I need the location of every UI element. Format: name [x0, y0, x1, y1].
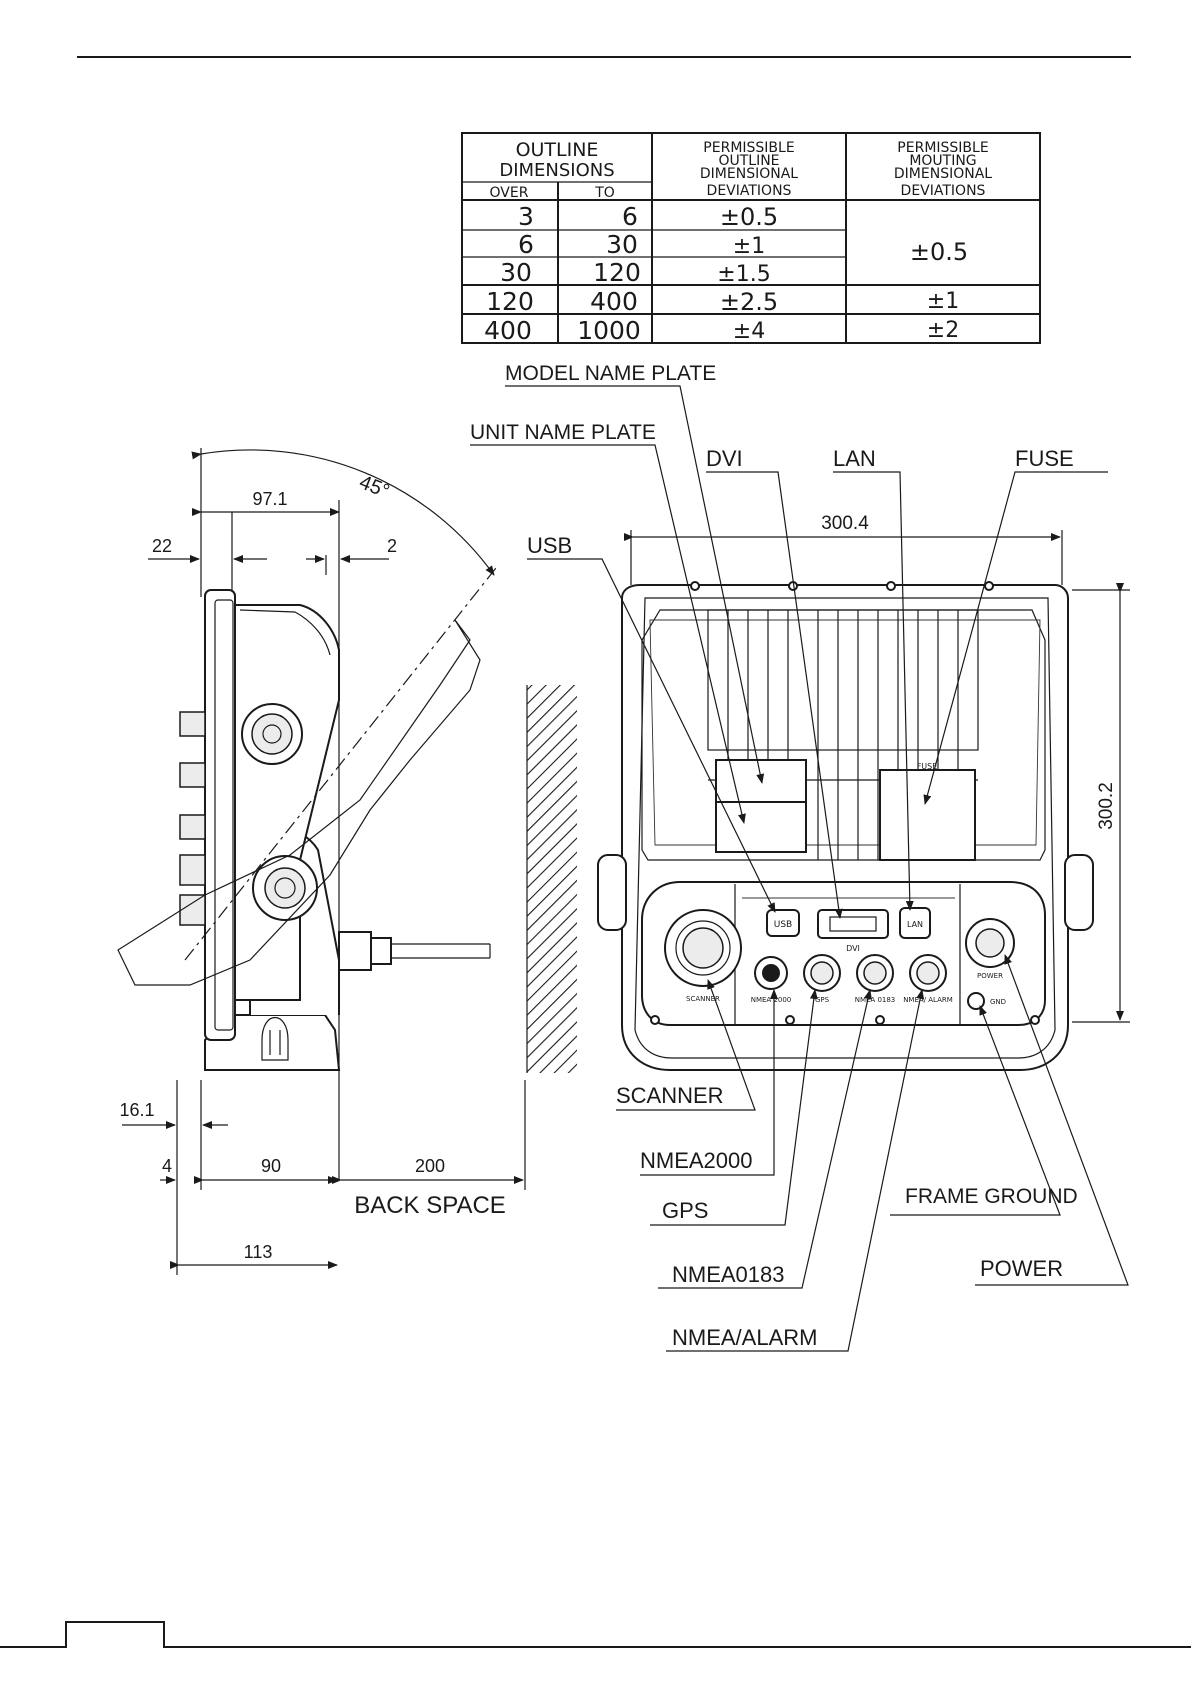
dim-4: 4	[162, 1156, 172, 1176]
power-panel-label: POWER	[977, 972, 1003, 980]
wall-hatch	[527, 685, 577, 1073]
table-cell-over-5: 400	[484, 316, 532, 345]
tolerance-table: OUTLINE DIMENSIONS OVER TO PERMISSIBLE O…	[461, 132, 1041, 345]
callouts: MODEL NAME PLATE UNIT NAME PLATE DVI LAN…	[470, 362, 1129, 1352]
bottom-rule	[0, 1621, 1191, 1648]
scanner-panel-label: SCANNER	[686, 995, 720, 1003]
front-knob-1	[179, 711, 206, 737]
callout-power: POWER	[980, 1256, 1063, 1281]
dim-2: 2	[387, 536, 397, 556]
heat-sink	[707, 609, 979, 860]
dim-90: 90	[261, 1156, 281, 1176]
table-head-outline-2: DIMENSIONS	[499, 160, 614, 181]
tilted-outline	[117, 619, 481, 986]
table-cell-mdev-4: ±1	[927, 289, 959, 314]
rear-connector	[338, 931, 372, 971]
dim-300-4: 300.4	[821, 513, 869, 534]
fuse-panel-label: FUSE	[917, 762, 938, 771]
tilt-angle-label: 45°	[356, 471, 392, 503]
front-knob-5	[179, 894, 206, 926]
ground-panel-label: GND	[990, 998, 1006, 1006]
rear-view: 300.4 300.2	[597, 513, 1130, 1071]
callout-nmea0183: NMEA0183	[672, 1262, 785, 1287]
dim-300-2: 300.2	[1096, 782, 1117, 830]
dim-22: 22	[152, 536, 172, 556]
table-cell-over-1: 3	[518, 202, 534, 231]
table-cell-over-3: 30	[500, 258, 532, 287]
table-cell-odev-1: ±0.5	[720, 203, 778, 231]
dim-16-1: 16.1	[119, 1100, 154, 1120]
usb-port	[766, 909, 800, 937]
nmea-alarm-panel-label: NMEA/ ALARM	[903, 996, 953, 1004]
connector-panel	[641, 881, 1046, 1026]
tilt-centerline	[184, 567, 497, 961]
table-head-pod-2: OUTLINE	[718, 153, 779, 169]
back-space-label: BACK SPACE	[354, 1192, 506, 1219]
callout-nmea2000: NMEA2000	[640, 1148, 753, 1173]
tilt-arc	[191, 449, 495, 576]
callout-dvi: DVI	[706, 446, 743, 471]
ground-terminal	[967, 992, 985, 1010]
front-knob-4	[179, 854, 206, 886]
table-cell-odev-3: ±1.5	[717, 262, 770, 287]
table-head-pod-4: DEVIATIONS	[707, 183, 792, 199]
front-knob-2	[179, 762, 206, 788]
table-cell-over-4: 120	[486, 287, 534, 316]
table-head-to: TO	[594, 185, 615, 201]
dim-97-1: 97.1	[252, 489, 287, 509]
dim-200: 200	[415, 1156, 445, 1176]
front-knob-3	[179, 814, 206, 840]
callout-fuse: FUSE	[1015, 446, 1074, 471]
lan-port	[899, 907, 931, 939]
table-head-pmd-3: DIMENSIONAL	[894, 166, 992, 182]
table-head-pmd-2: MOUTING	[909, 153, 976, 169]
table-cell-to-3: 120	[593, 258, 641, 287]
screw-heads	[650, 581, 1040, 1025]
table-cell-odev-5: ±4	[733, 319, 765, 344]
table-cell-to-2: 30	[606, 230, 638, 259]
side-knob-right	[1064, 854, 1094, 931]
table-head-pmd-4: DEVIATIONS	[901, 183, 986, 199]
side-knob-left	[597, 854, 627, 931]
fuse-box	[879, 769, 976, 861]
callout-nmea-alarm: NMEA/ALARM	[672, 1325, 817, 1350]
table-head-over: OVER	[490, 185, 529, 201]
unit-name-plate	[715, 801, 807, 853]
nmea2000-panel-label: NMEA 2000	[751, 996, 792, 1004]
callout-gps: GPS	[662, 1198, 708, 1223]
table-cell-to-4: 400	[590, 287, 638, 316]
callout-lan: LAN	[833, 446, 876, 471]
table-cell-mdev-5: ±2	[927, 318, 959, 343]
table-cell-to-5: 1000	[577, 316, 641, 345]
table-head-outline-1: OUTLINE	[516, 139, 599, 161]
table-head-pmd-1: PERMISSIBLE	[897, 140, 988, 156]
gps-panel-label: GPS	[815, 996, 830, 1004]
lan-panel-label: LAN	[907, 920, 923, 929]
dvi-panel-label: DVI	[846, 944, 860, 953]
dvi-port	[817, 909, 889, 939]
callout-scanner: SCANNER	[616, 1083, 724, 1108]
side-view: 45° 97.1 22 2	[117, 448, 577, 1275]
table-head-pod-1: PERMISSIBLE	[703, 140, 794, 156]
callout-unit-name-plate: UNIT NAME PLATE	[470, 421, 656, 444]
usb-panel-label: USB	[774, 920, 792, 930]
table-cell-over-2: 6	[518, 230, 534, 259]
table-cell-to-1: 6	[622, 202, 638, 231]
table-cell-odev-2: ±1	[733, 234, 765, 259]
nmea0183-panel-label: NMEA 0183	[855, 996, 896, 1004]
housing-outer	[621, 584, 1069, 1071]
callout-usb: USB	[527, 533, 572, 558]
callout-model-name-plate: MODEL NAME PLATE	[505, 362, 716, 385]
callout-frame-ground: FRAME GROUND	[905, 1185, 1078, 1208]
table-head-pod-3: DIMENSIONAL	[700, 166, 798, 182]
dim-113: 113	[244, 1242, 273, 1262]
table-cell-mdev-merged: ±0.5	[910, 238, 968, 266]
table-cell-odev-4: ±2.5	[720, 288, 778, 316]
